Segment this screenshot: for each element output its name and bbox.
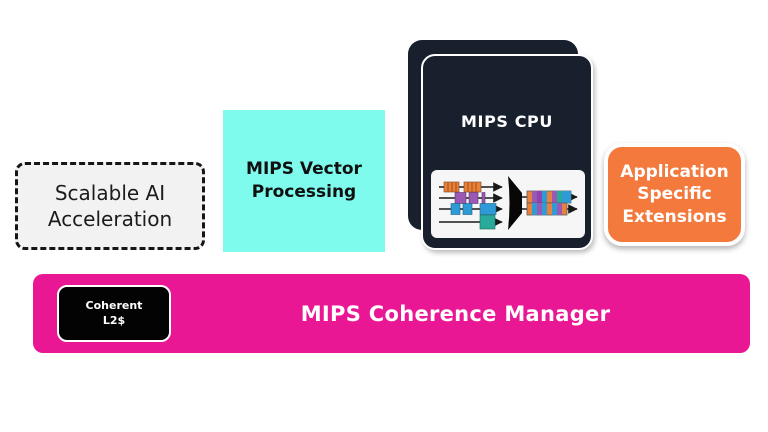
vector-processing-box: MIPS Vector Processing <box>223 110 385 252</box>
app-specific-extensions-label: Application Specific Extensions <box>620 162 729 227</box>
coherence-manager-title: MIPS Coherence Manager <box>300 301 611 326</box>
vector-processing-label: MIPS Vector Processing <box>246 159 362 202</box>
cpu-pipeline-icon <box>439 176 578 230</box>
cpu-pipeline-panel <box>431 170 585 238</box>
coherent-l2-label-line2: L2$ <box>102 313 126 327</box>
coherence-manager-bar: Coherent L2$ MIPS Coherence Manager <box>33 274 750 353</box>
coherent-l2-box: Coherent L2$ <box>57 285 171 342</box>
cpu-label: MIPS CPU <box>461 112 553 131</box>
coherent-l2-label-line1: Coherent <box>85 298 143 312</box>
scalable-ai-label: Scalable AI Acceleration <box>47 181 173 231</box>
scalable-ai-box: Scalable AI Acceleration <box>15 162 205 250</box>
cpu-card-front: MIPS CPU <box>421 54 593 250</box>
app-specific-extensions-box: Application Specific Extensions <box>604 143 745 246</box>
